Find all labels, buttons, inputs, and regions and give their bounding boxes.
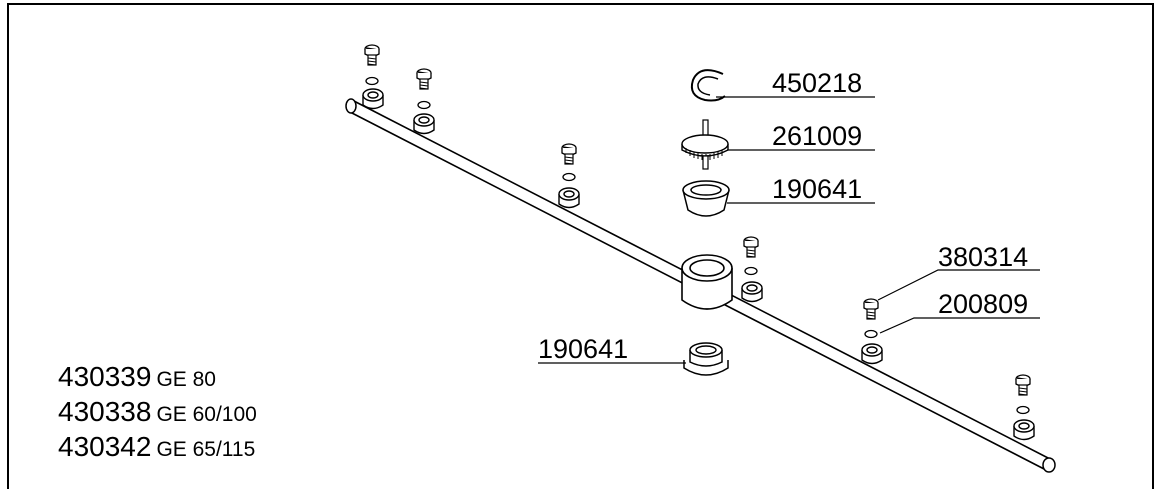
nozzle-fitting bbox=[413, 113, 435, 135]
callout-c5-label: 200809 bbox=[938, 289, 1028, 319]
clip-part bbox=[690, 69, 726, 102]
legend-model: GE 60/100 bbox=[156, 403, 257, 426]
o-ring bbox=[365, 76, 379, 86]
screw bbox=[364, 44, 380, 66]
o-ring bbox=[744, 266, 758, 276]
o-ring bbox=[417, 100, 431, 110]
o-ring bbox=[562, 172, 576, 182]
o-ring bbox=[864, 329, 878, 339]
callout-c3-label: 190641 bbox=[772, 174, 862, 204]
callout-c2-label: 261009 bbox=[772, 121, 862, 151]
legend-number: 430338 bbox=[58, 396, 152, 427]
knurled-knob-part bbox=[681, 119, 729, 170]
legend-number: 430342 bbox=[58, 431, 152, 462]
callout-c6-label: 190641 bbox=[538, 334, 628, 364]
legend-model: GE 65/115 bbox=[156, 438, 256, 461]
bushing-part-upper bbox=[682, 180, 730, 217]
callout-c1-label: 450218 bbox=[772, 68, 862, 98]
legend-number: 430339 bbox=[58, 361, 152, 392]
screw bbox=[416, 68, 432, 90]
screw bbox=[1015, 374, 1031, 396]
nozzle-fitting bbox=[362, 88, 384, 110]
nozzle-fitting bbox=[558, 187, 580, 209]
screw bbox=[863, 298, 879, 320]
callout-c4-label: 380314 bbox=[938, 242, 1028, 272]
nozzle-fitting bbox=[861, 343, 883, 365]
leader-lines bbox=[538, 96, 1040, 364]
screw bbox=[743, 236, 759, 258]
nozzle-fitting bbox=[1013, 419, 1035, 441]
legend-model: GE 80 bbox=[156, 368, 216, 391]
center-hub bbox=[681, 254, 733, 310]
drawing-frame bbox=[7, 3, 1154, 489]
o-ring bbox=[1016, 405, 1030, 415]
bushing-part-lower bbox=[683, 342, 729, 376]
nozzle-fitting bbox=[741, 281, 763, 303]
screw bbox=[561, 143, 577, 165]
